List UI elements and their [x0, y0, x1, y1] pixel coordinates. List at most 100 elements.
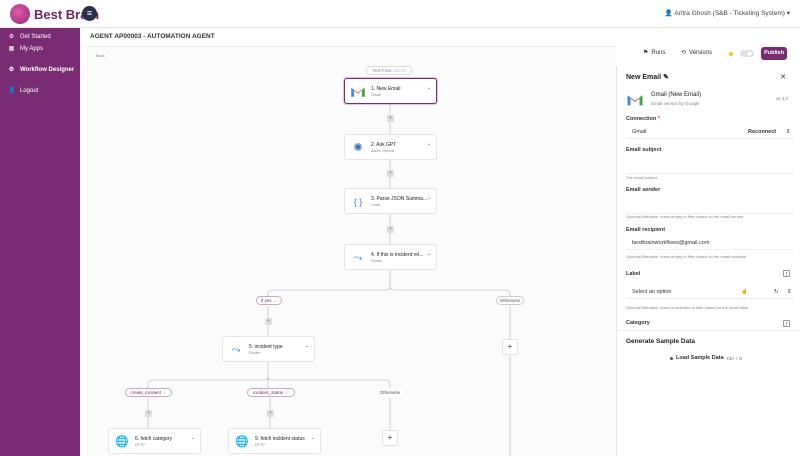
chevron-down-icon[interactable]: ⌄: [426, 195, 431, 201]
chevron-down-icon[interactable]: ⌄: [426, 251, 431, 257]
load-sample-label: Load Sample Data: [676, 355, 724, 361]
version-label: v0.3.2: [775, 96, 788, 101]
connection-select[interactable]: Gmail Reconnect ⇕: [626, 125, 794, 139]
chevron-down-icon[interactable]: ⌄: [304, 343, 309, 349]
runs-label: Runs: [651, 49, 666, 56]
chevron-down-icon[interactable]: ⌄: [426, 85, 431, 91]
branch-otherwise[interactable]: Otherwise: [496, 296, 524, 305]
node-incident-type[interactable]: ⤳ 5. incident type Router ⌄: [222, 336, 315, 362]
subject-input[interactable]: [626, 156, 794, 174]
gear-icon: ⚙: [8, 34, 15, 40]
sidebar-item-my-apps[interactable]: ▦ My Apps: [8, 45, 44, 53]
chevron-down-icon[interactable]: ⌄: [426, 141, 431, 147]
branch-if-yes[interactable]: If yes ⋮: [256, 296, 282, 305]
add-step-button[interactable]: +: [145, 410, 152, 417]
node-subtitle: Code: [371, 203, 381, 207]
node-title: 6. fetch category: [135, 436, 172, 442]
user-name: Aritra Ghosh (S&B - Ticketing System): [674, 10, 785, 17]
node-fetch-incident-status[interactable]: 🌐 9. fetch incident status HTTP ⌄: [228, 428, 321, 454]
node-subtitle: HTTP: [135, 443, 145, 447]
menu-toggle-button[interactable]: ≡: [82, 6, 97, 21]
sidebar-item-workflow-designer[interactable]: ⚙ Workflow Designer: [8, 66, 75, 74]
node-title: 2. Ask GPT: [371, 142, 397, 148]
branch-otherwise-2[interactable]: Otherwise: [376, 388, 404, 397]
chevron-updown-icon: ⇕: [787, 289, 792, 295]
branch-label: Otherwise: [499, 298, 521, 303]
flow-icon: ⚙: [8, 67, 15, 73]
node-router-incident[interactable]: ⤳ 4. If this is incident rel... Router ⌄: [344, 244, 437, 270]
branch-incident-status[interactable]: incident_status ⋮: [247, 388, 295, 397]
sidebar-item-logout[interactable]: 👤 Logout: [8, 87, 39, 95]
test-flow-label: Test Flow: [372, 68, 392, 73]
add-step-button[interactable]: +: [387, 170, 394, 177]
page-title: AGENT AP00003 - AUTOMATION AGENT: [90, 33, 215, 40]
top-header: Best Brain ≡ 👤 Aritra Ghosh (S&B - Ticke…: [0, 0, 800, 28]
sidebar-item-label: Logout: [20, 87, 39, 94]
recipient-hint: Optional filteration, leave empty to fil…: [626, 254, 747, 259]
node-title: 1. New Email: [371, 86, 401, 92]
add-step-button[interactable]: +: [387, 226, 394, 233]
grid-icon: ▦: [8, 46, 15, 52]
node-subtitle: Gmail: [371, 93, 381, 97]
add-step-button[interactable]: +: [265, 318, 272, 325]
hand-cursor-icon: ☝: [741, 289, 748, 295]
sender-input[interactable]: [626, 196, 794, 214]
branch-create-incident[interactable]: create_incident ⋮: [125, 388, 172, 397]
recipient-value: bestbrainworkflows@gmail.com: [632, 240, 710, 246]
node-parse-json[interactable]: { } 3. Parse JSON Summa... Code ⌄: [344, 188, 437, 214]
user-menu[interactable]: 👤 Aritra Ghosh (S&B - Ticketing System) …: [665, 9, 790, 17]
versions-button[interactable]: ⟲ Versions: [681, 49, 712, 57]
node-subtitle: Router: [249, 351, 261, 355]
test-flow-button[interactable]: Test Flow Ctrl+D: [366, 66, 412, 75]
subject-label: Email subject: [626, 147, 662, 153]
runs-icon: ⚑: [643, 50, 649, 56]
sender-hint: Optional filteration, leave empty to fil…: [626, 214, 744, 219]
add-step-button[interactable]: +: [267, 410, 274, 417]
add-branch-step-button[interactable]: +: [382, 430, 398, 446]
chevron-down-icon: ▾: [786, 10, 790, 17]
chevron-down-icon[interactable]: ⌄: [310, 435, 315, 441]
reconnect-button[interactable]: Reconnect: [748, 129, 777, 135]
node-ask-gpt[interactable]: ✺ 2. Ask GPT Azure Openai ⌄: [344, 134, 437, 160]
globe-icon: 🌐: [235, 436, 249, 448]
sample-data-title: Generate Sample Data: [626, 338, 696, 345]
user-icon: 👤: [664, 10, 673, 17]
node-new-email[interactable]: 1. New Email Gmail ⌄: [344, 78, 437, 104]
pencil-icon[interactable]: ✎: [662, 74, 669, 81]
branch-label: incident_status: [253, 390, 284, 395]
recipient-input[interactable]: bestbrainworkflows@gmail.com: [626, 236, 794, 250]
node-fetch-category[interactable]: 🌐 6. fetch category HTTP ⌄: [108, 428, 201, 454]
close-icon[interactable]: ✕: [780, 74, 786, 81]
load-sample-data-button[interactable]: Load Sample Data Ctrl + G: [670, 355, 742, 361]
connection-value: Gmail: [632, 129, 647, 135]
node-title: 5. incident type: [249, 344, 283, 350]
chevron-down-icon[interactable]: ⌄: [190, 435, 195, 441]
toggle-mode-icon[interactable]: ƒ: [783, 270, 790, 277]
back-link[interactable]: Back: [96, 53, 105, 58]
sidebar-item-label: Get Started: [20, 33, 51, 40]
toggle-mode-icon[interactable]: ƒ: [783, 320, 790, 327]
panel-title: New Email ✎: [626, 73, 669, 81]
add-step-button[interactable]: +: [387, 115, 394, 122]
user-icon: 👤: [8, 88, 16, 94]
enable-toggle[interactable]: [740, 50, 754, 57]
sidebar-item-label: My Apps: [20, 45, 44, 52]
node-subtitle: Router: [371, 259, 383, 263]
add-branch-step-button[interactable]: +: [502, 339, 518, 355]
sidebar-item-get-started[interactable]: ⚙ Get Started: [8, 33, 51, 41]
label-select[interactable]: Select an option ☝ ↻ ⇕: [626, 285, 794, 299]
refresh-icon[interactable]: ↻: [774, 289, 779, 295]
openai-icon: ✺: [353, 142, 363, 154]
category-label: Category: [626, 320, 650, 326]
globe-icon: 🌐: [115, 436, 129, 448]
label-label: Label: [626, 271, 641, 277]
chevron-updown-icon: ⇕: [786, 129, 791, 135]
recipient-label: Email recipient: [626, 227, 666, 233]
app-name: Gmail (New Email): [651, 92, 702, 98]
sidebar-item-label: Workflow Designer: [20, 66, 75, 73]
section-divider: [617, 330, 800, 331]
runs-button[interactable]: ⚑ Runs: [643, 49, 666, 57]
publish-button[interactable]: Publish: [761, 47, 787, 60]
subject-hint: The email subject: [626, 175, 658, 180]
connection-label-text: Connection: [626, 116, 657, 122]
